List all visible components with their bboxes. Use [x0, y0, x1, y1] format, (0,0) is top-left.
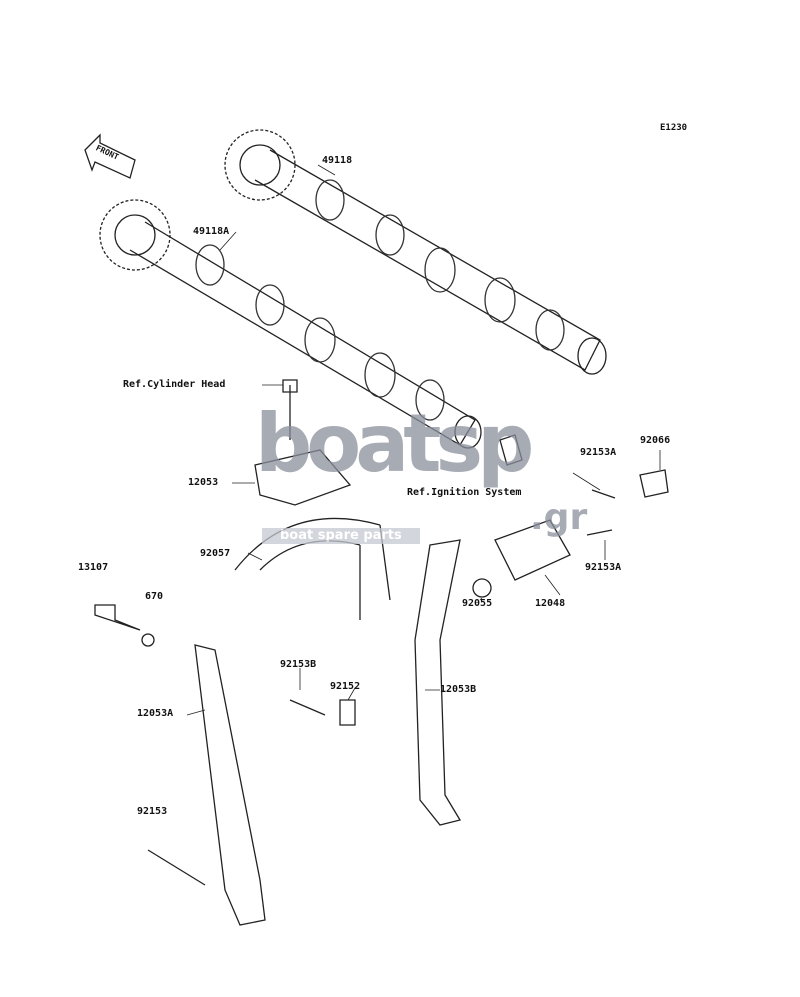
- label-12053A[interactable]: 12053A: [137, 708, 174, 719]
- watermark-tagline: boat spare parts: [262, 528, 420, 544]
- guide-12053A: [194, 644, 266, 926]
- bolt-13107: [94, 604, 141, 631]
- ref-cylinder-head: Ref.Cylinder Head: [123, 379, 226, 390]
- ref-ignition-system: Ref.Ignition System: [407, 487, 522, 498]
- label-92066[interactable]: 92066: [640, 435, 671, 446]
- plug-92066: [639, 469, 669, 498]
- label-49118A[interactable]: 49118A: [193, 226, 230, 237]
- oring-670: [141, 633, 155, 647]
- oring-92055: [472, 578, 492, 598]
- label-92055[interactable]: 92055: [462, 598, 493, 609]
- camshaft-49118: [224, 129, 607, 375]
- bolts-92153A: [586, 489, 616, 536]
- label-92057[interactable]: 92057: [200, 548, 231, 559]
- guide-12053B: [414, 539, 462, 826]
- watermark-brand: boatsp: [255, 397, 534, 490]
- label-670[interactable]: 670: [145, 591, 164, 602]
- front-arrow-icon: [84, 133, 136, 179]
- label-92153A-top[interactable]: 92153A: [580, 447, 617, 458]
- diagram-code: E1230: [660, 123, 688, 133]
- label-49118[interactable]: 49118: [322, 155, 353, 166]
- label-12053B[interactable]: 12053B: [440, 684, 477, 695]
- guide-12053: [254, 449, 352, 506]
- label-92153B[interactable]: 92153B: [280, 659, 317, 670]
- label-92153A-bottom[interactable]: 92153A: [585, 562, 622, 573]
- bolt: [282, 379, 298, 440]
- label-12048[interactable]: 12048: [535, 598, 566, 609]
- label-92153[interactable]: 92153: [137, 806, 168, 817]
- label-13107[interactable]: 13107: [78, 562, 109, 573]
- bolt-92153: [147, 849, 206, 886]
- camshaft-49118A: [99, 199, 482, 449]
- tensioner-12048: [494, 519, 571, 581]
- label-12053[interactable]: 12053: [188, 477, 219, 488]
- ignition-rotor: [499, 434, 523, 466]
- watermark-tld: .gr: [530, 497, 588, 538]
- label-92152[interactable]: 92152: [330, 681, 361, 692]
- bolt-collar: [289, 699, 356, 726]
- leader-lines: [186, 164, 661, 716]
